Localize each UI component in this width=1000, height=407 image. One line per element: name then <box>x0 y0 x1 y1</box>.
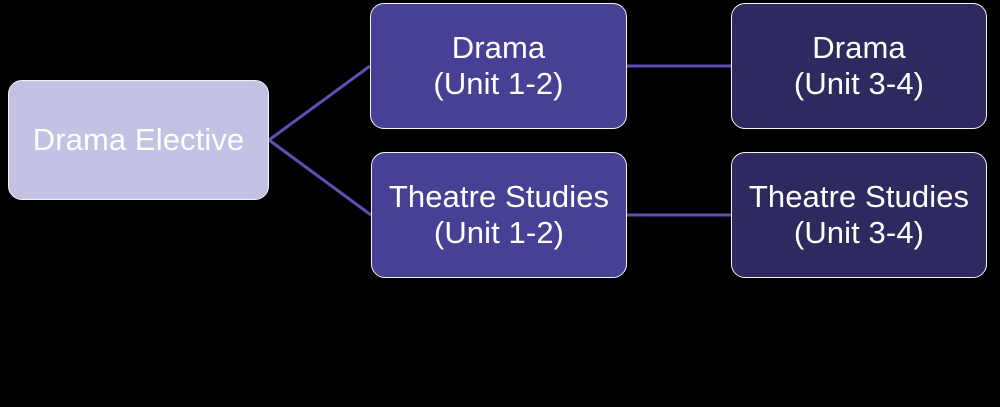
node-theatre-studies-unit-3-4-line2: (Unit 3-4) <box>793 215 925 250</box>
node-drama-unit-3-4-line2: (Unit 3-4) <box>793 66 925 101</box>
node-drama-elective-line1: Drama Elective <box>32 122 245 158</box>
node-drama-unit-3-4[interactable]: Drama (Unit 3-4) <box>731 3 987 129</box>
connector-drama-elective-to-theatre-unit12 <box>268 138 372 217</box>
node-drama-unit-1-2[interactable]: Drama (Unit 1-2) <box>370 3 627 129</box>
node-theatre-studies-unit-3-4[interactable]: Theatre Studies (Unit 3-4) <box>731 152 987 278</box>
node-theatre-studies-unit-1-2-line1: Theatre Studies <box>388 179 610 215</box>
node-drama-unit-1-2-line1: Drama <box>451 30 546 66</box>
node-drama-elective[interactable]: Drama Elective <box>8 80 269 200</box>
node-theatre-studies-unit-1-2[interactable]: Theatre Studies (Unit 1-2) <box>371 152 627 278</box>
node-drama-unit-1-2-line2: (Unit 1-2) <box>433 66 564 101</box>
node-theatre-studies-unit-1-2-line2: (Unit 1-2) <box>433 215 565 250</box>
node-drama-unit-3-4-line1: Drama <box>812 30 906 66</box>
connector-drama-elective-to-drama-unit12 <box>268 64 371 142</box>
node-theatre-studies-unit-3-4-line1: Theatre Studies <box>748 179 970 215</box>
